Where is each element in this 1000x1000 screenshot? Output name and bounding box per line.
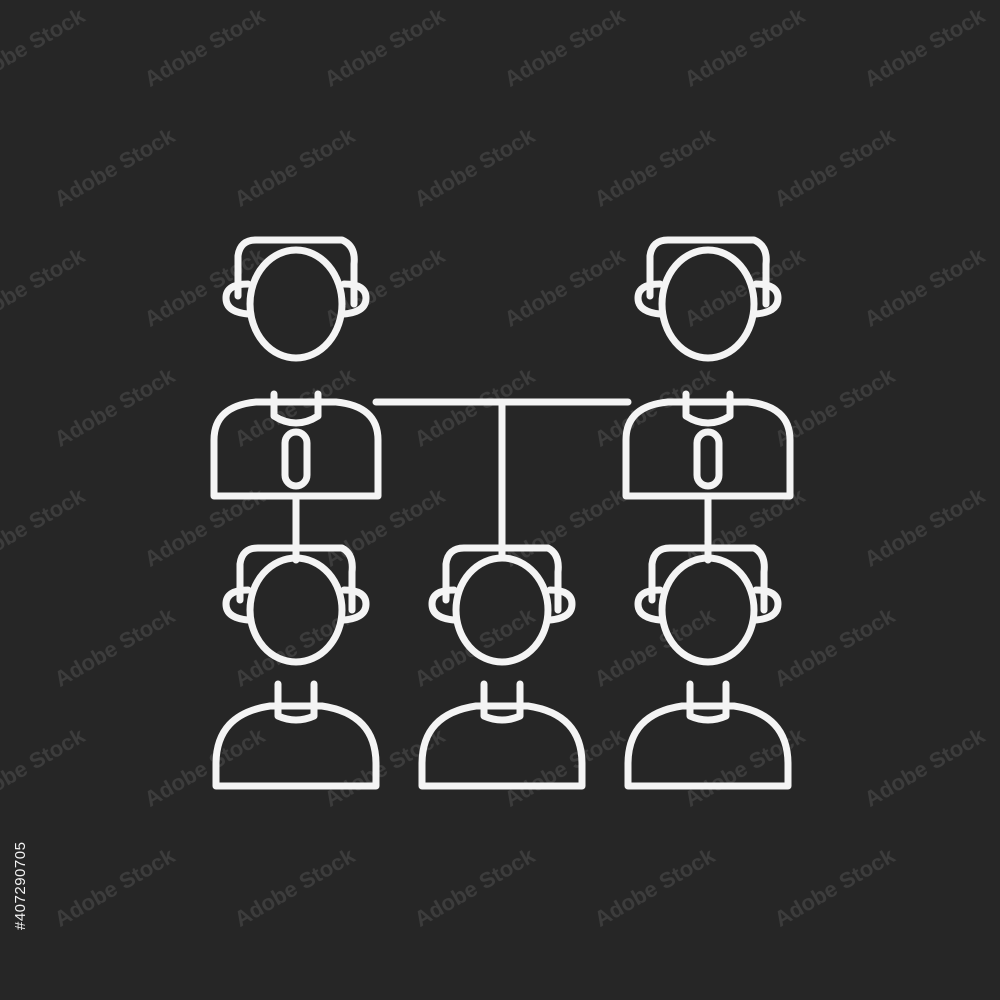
stock-id-label: #407290705	[12, 841, 29, 930]
member-center-person-icon	[422, 548, 582, 786]
connector-lines	[292, 398, 712, 564]
leader-left-person-with-tie-icon	[214, 240, 378, 496]
leader-right-person-with-tie-icon	[626, 240, 790, 496]
member-right-person-icon	[628, 548, 788, 786]
member-left-person-icon	[216, 548, 376, 786]
